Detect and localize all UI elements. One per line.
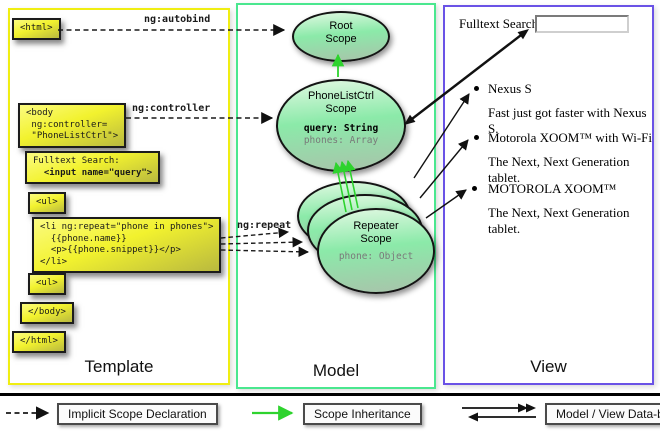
code-fulltext-input: <input name="query"> [33, 167, 153, 178]
view-item-title: Motorola XOOM™ with Wi-Fi [488, 130, 653, 145]
code-box-li-repeat: <li ng:repeat="phone in phones"> {{phone… [32, 217, 222, 273]
legend-scope-inheritance: Scope Inheritance [303, 403, 422, 425]
phonelistctrl-scope-title: PhoneListCtrl Scope [307, 90, 375, 115]
repeater-scope-title: Repeater Scope [353, 220, 399, 245]
query-property: query: String [303, 123, 379, 134]
view-item-title: Nexus S [488, 81, 532, 96]
view-item-desc: Fast just got faster with Nexus S. [488, 105, 647, 136]
model-panel: Model [236, 3, 436, 389]
view-panel-label: View [530, 357, 567, 376]
code-box-ul-close: <ul> [28, 273, 66, 295]
bullet-icon [474, 86, 479, 91]
repeater-scope-ellipse: Repeater Scope phone: Object [317, 208, 435, 294]
fulltext-search-label: Fulltext Search: [459, 16, 542, 31]
legend-double-arrow-icon [462, 403, 536, 422]
phone-property: phone: Object [338, 251, 414, 262]
code-box-html-open: <html> [12, 18, 61, 40]
legend-separator-line [0, 393, 660, 396]
template-panel-label: Template [84, 357, 154, 376]
legend-model-view-binding: Model / View Data-binding [545, 403, 660, 425]
root-scope-ellipse: Root Scope [292, 11, 390, 62]
view-item-desc: The Next, Next Generation tablet. [488, 154, 630, 185]
view-item-desc: The Next, Next Generation tablet. [488, 205, 630, 236]
phones-property: phones: Array [303, 135, 379, 146]
view-item-title: MOTOROLA XOOM™ [488, 181, 617, 196]
code-fulltext-label: Fulltext Search: [33, 156, 120, 166]
ng-autobind-label: ng:autobind [144, 14, 211, 25]
code-box-fulltext: Fulltext Search: <input name="query"> [25, 151, 161, 184]
bullet-icon [474, 135, 479, 140]
ng-repeat-label: ng:repeat [237, 220, 292, 231]
bullet-icon [472, 186, 477, 191]
root-scope-title: Root Scope [325, 20, 357, 45]
phonelistctrl-scope-ellipse: PhoneListCtrl Scope query: String phones… [276, 79, 406, 172]
code-box-body-open: <body ng:controller= "PhoneListCtrl"> [18, 103, 127, 148]
model-panel-label: Model [312, 361, 360, 380]
ng-controller-label: ng:controller [132, 103, 211, 114]
code-box-body-close: </body> [20, 302, 74, 324]
legend-implicit-scope: Implicit Scope Declaration [57, 403, 218, 425]
fulltext-search-input[interactable] [535, 15, 629, 33]
code-box-ul-open: <ul> [28, 192, 66, 214]
code-box-html-close: </html> [12, 331, 66, 353]
